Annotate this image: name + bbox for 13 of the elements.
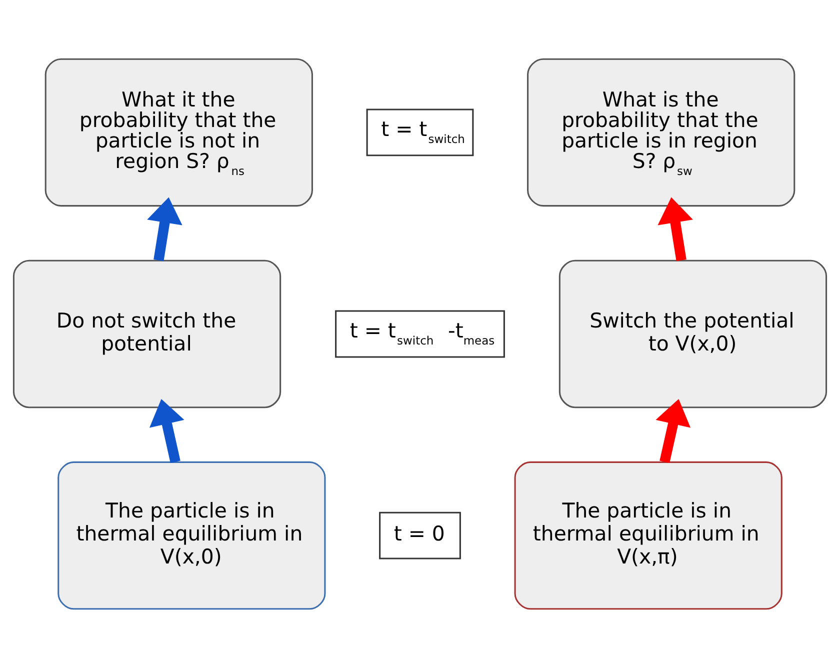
arrow	[149, 398, 184, 463]
node-box: The particle is in thermal equilibrium in V(x,0)	[58, 461, 326, 610]
arrow	[658, 197, 693, 262]
node-box: Do not switch the potential	[12, 260, 282, 408]
node-box: What is the probability that the particle is in region S? ρ$_{sw}$	[527, 58, 796, 207]
node-box: t = t$_{switch}$ -t$_{meas}$	[335, 310, 505, 358]
arrow	[656, 398, 691, 463]
node-box: Switch the potential to V(x,0)	[558, 260, 828, 408]
node-box: t = 0	[379, 512, 461, 560]
node-box: t = t$_{switch}$	[366, 108, 474, 156]
arrow	[147, 197, 182, 262]
node-box: What it the probability that the particle is not in region S? ρ$_{ns}$	[44, 58, 313, 207]
node-box: The particle is in thermal equilibrium in V(x,π)	[514, 461, 782, 610]
